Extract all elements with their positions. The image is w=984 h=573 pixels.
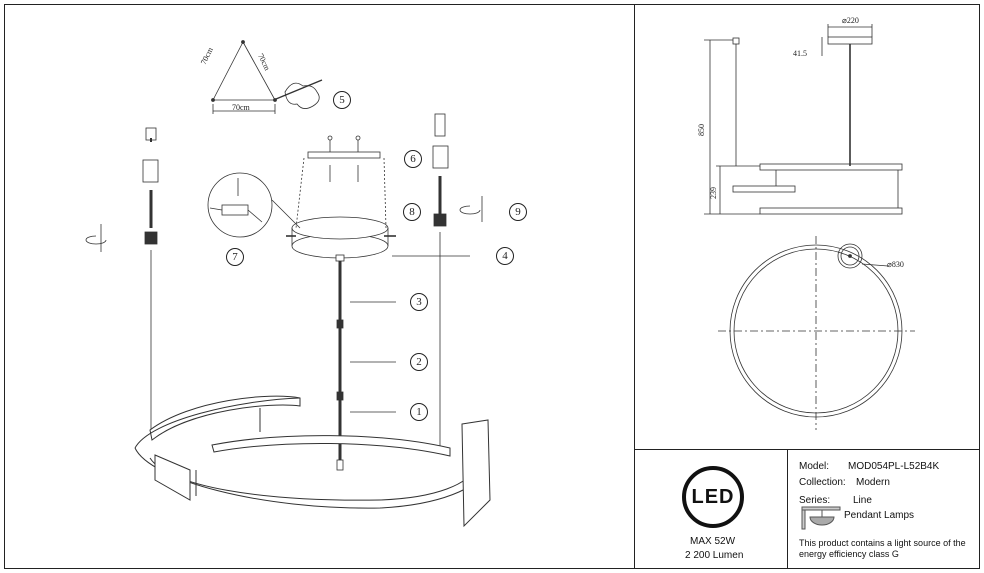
step-1: 1: [410, 403, 428, 421]
triangle-bottom-label: 70cm: [232, 103, 250, 112]
energy-text-line-2: energy efficiency class G: [799, 549, 899, 559]
mounting-bracket: [295, 135, 387, 229]
canopy-height-label: 41.5: [793, 49, 807, 58]
ring-fixture: [134, 395, 491, 528]
ring-height-label: 239: [709, 187, 718, 199]
technical-drawing: [704, 24, 915, 430]
lumen-text: 2 200 Lumen: [685, 550, 744, 561]
step-6: 6: [404, 150, 422, 168]
left-cable: [85, 127, 159, 432]
total-height-label: 850: [697, 124, 706, 136]
step-3: 3: [410, 293, 428, 311]
wiring-detail: [207, 172, 301, 238]
collection-label: Collection:: [799, 477, 846, 488]
triangle-template: [211, 40, 323, 114]
power-text: MAX 52W: [690, 536, 736, 547]
step-9: 9: [509, 203, 527, 221]
series-value: Line: [853, 495, 872, 506]
model-value: MOD054PL-L52B4K: [848, 461, 940, 472]
model-label: Model:: [799, 461, 830, 472]
step-2: 2: [410, 353, 428, 371]
right-cable: [432, 113, 483, 452]
led-badge: LED: [682, 466, 744, 528]
pendant-lamps-icon: [801, 506, 841, 530]
step-4: 4: [496, 247, 514, 265]
step-5: 5: [333, 91, 351, 109]
step-7: 7: [226, 248, 244, 266]
energy-text-line-1: This product contains a light source of …: [799, 538, 966, 548]
step-8: 8: [403, 203, 421, 221]
top-diameter-label: ⌀220: [842, 16, 859, 25]
category-text: Pendant Lamps: [844, 510, 915, 521]
plan-view: [718, 236, 915, 430]
centre-stem: [335, 254, 470, 471]
canopy: [286, 216, 396, 259]
installation-drawing: [85, 40, 491, 528]
ring-diameter-label: ⌀830: [887, 260, 904, 269]
series-label: Series:: [799, 495, 831, 506]
side-view: [704, 24, 903, 215]
collection-value: Modern: [856, 477, 890, 488]
outer-frame: [4, 4, 980, 569]
